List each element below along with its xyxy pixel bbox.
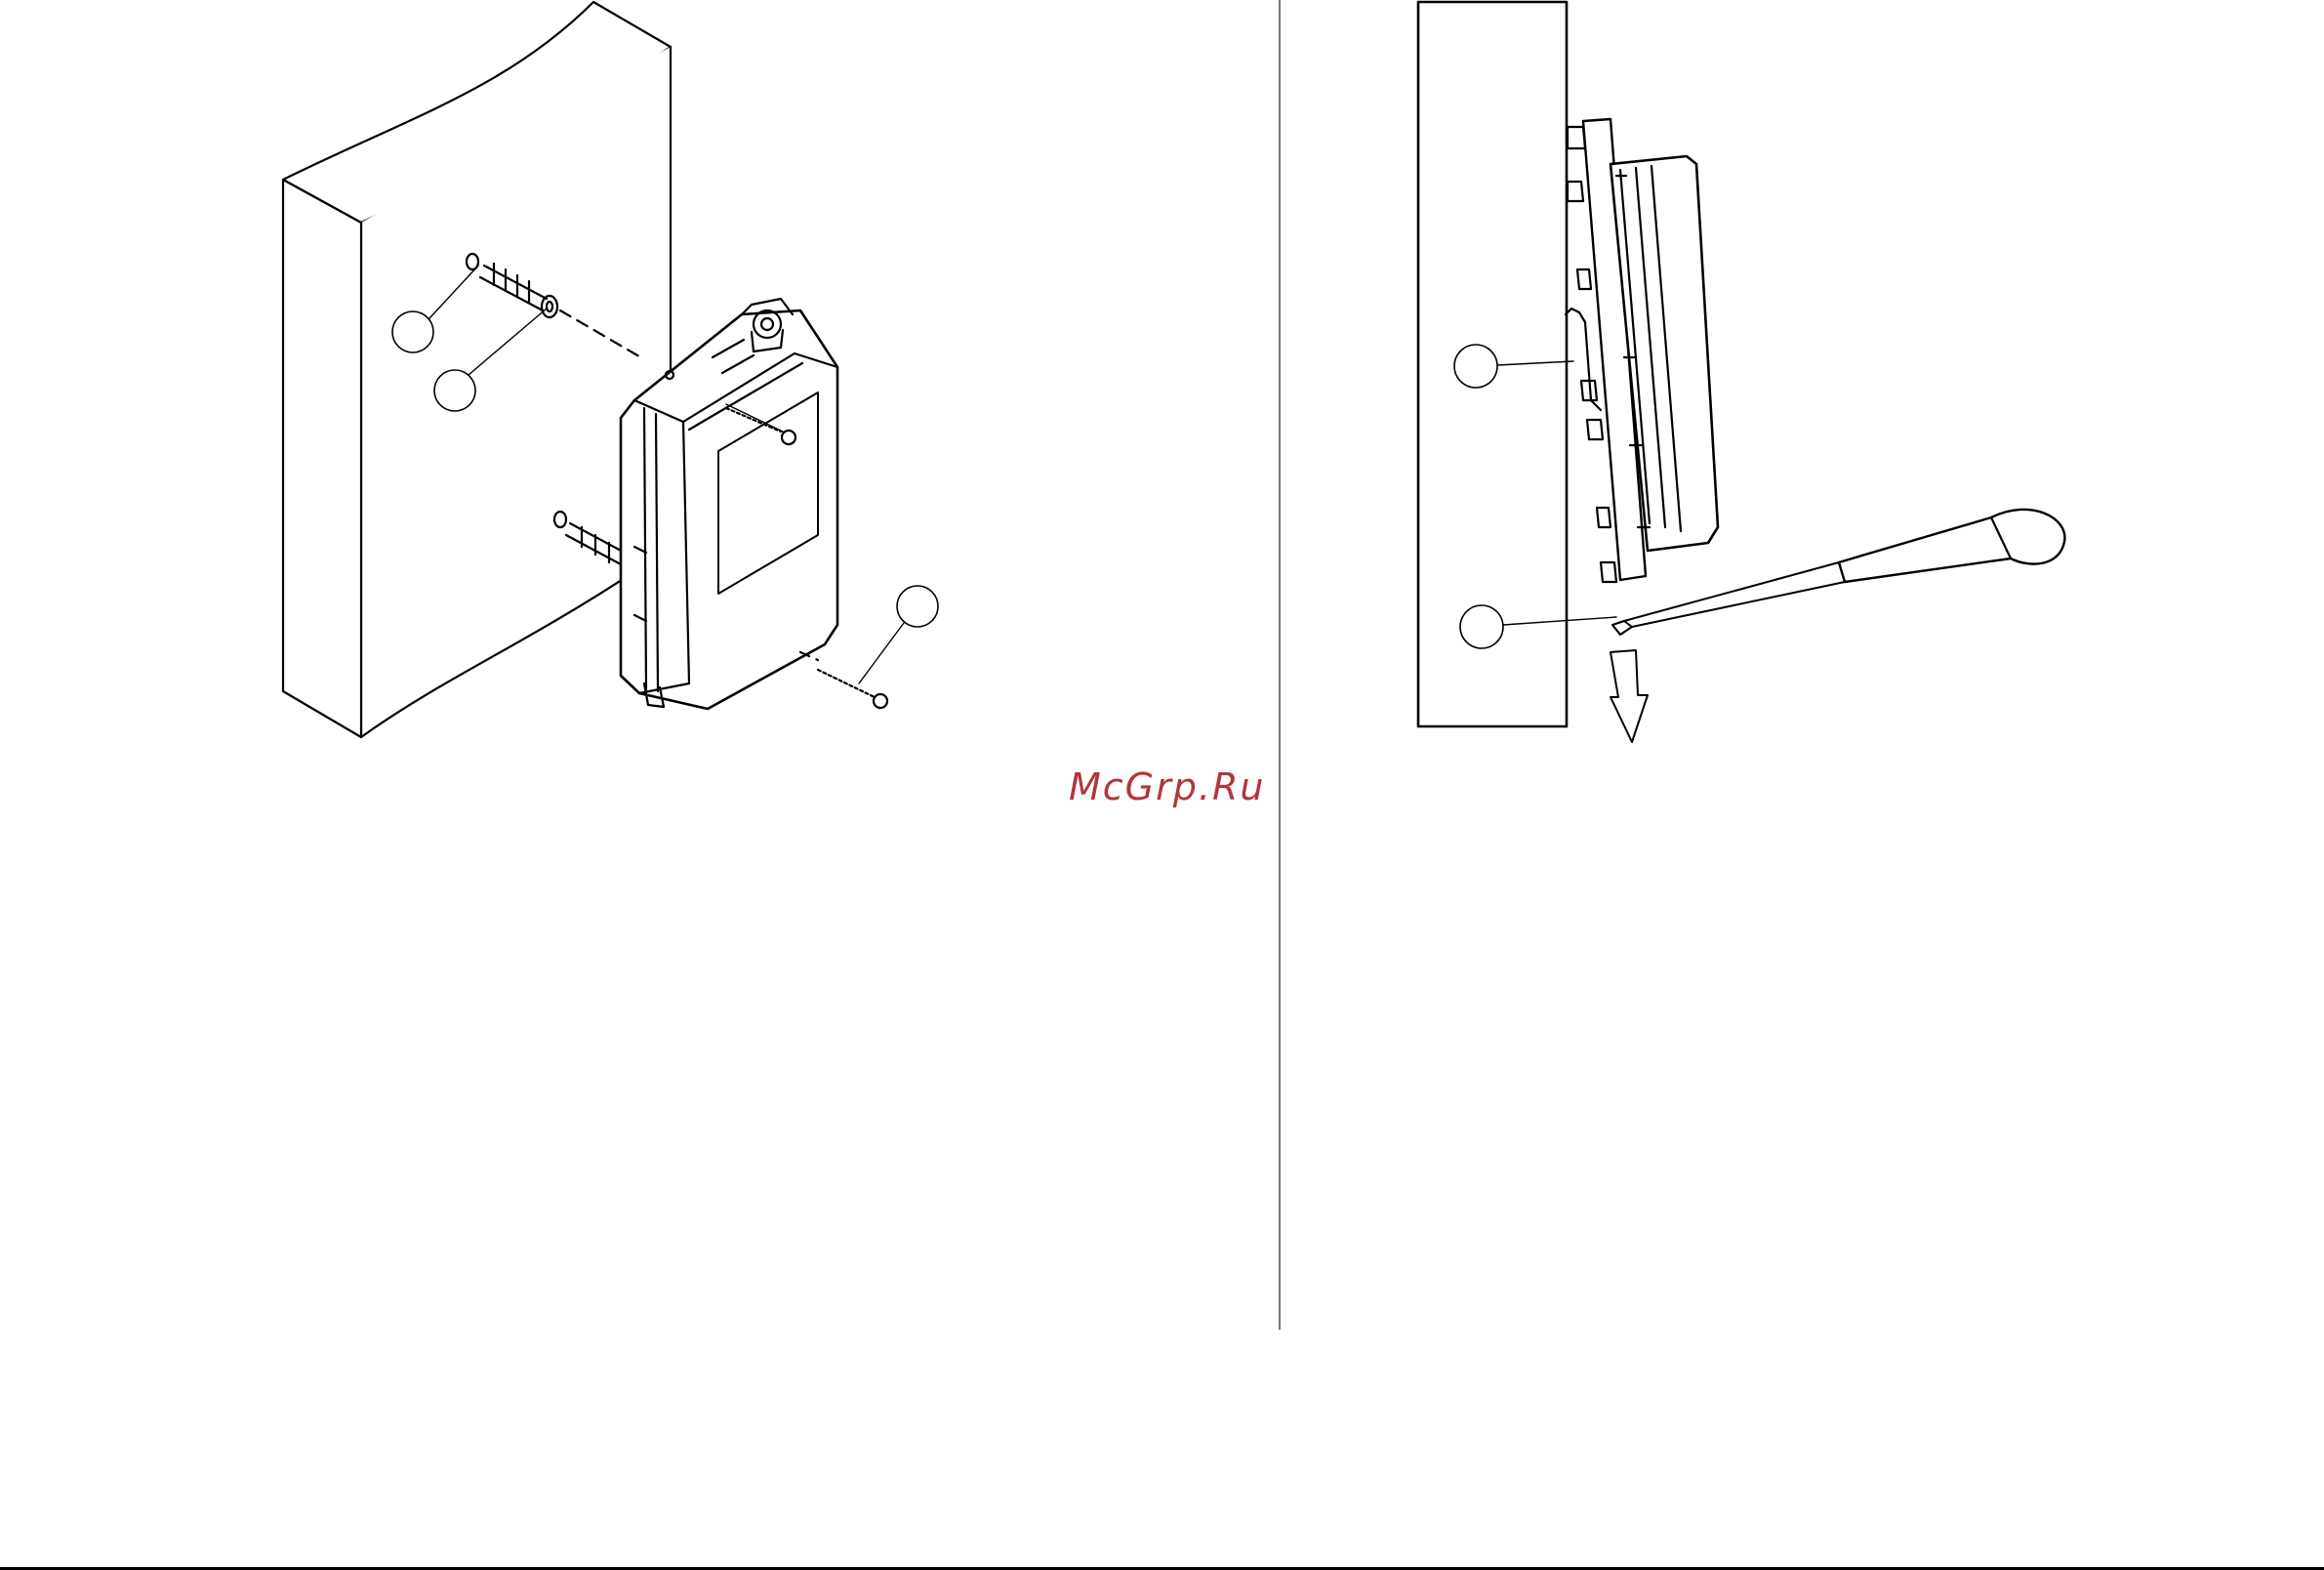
device-side-view — [1564, 117, 1720, 584]
page-bottom-rule — [0, 1567, 2324, 1570]
callout-2 — [433, 308, 548, 412]
wall-block — [281, 0, 673, 739]
callout-5 — [1459, 604, 1617, 649]
callout-1 — [391, 265, 479, 353]
lower-fixing-screw — [798, 650, 889, 710]
upper-wall-plug — [465, 252, 559, 319]
upper-fixing-screw — [724, 403, 797, 446]
device-housing — [619, 297, 839, 711]
watermark-text: McGrp.Ru — [1069, 765, 1266, 808]
pull-down-arrow — [1610, 649, 1649, 743]
panel-divider — [1279, 0, 1281, 1330]
upper-mounting-axis — [558, 309, 646, 361]
lower-wall-plug — [552, 510, 627, 566]
screwdriver — [1610, 508, 2066, 637]
callout-3 — [858, 585, 939, 684]
callout-4 — [1453, 344, 1574, 389]
